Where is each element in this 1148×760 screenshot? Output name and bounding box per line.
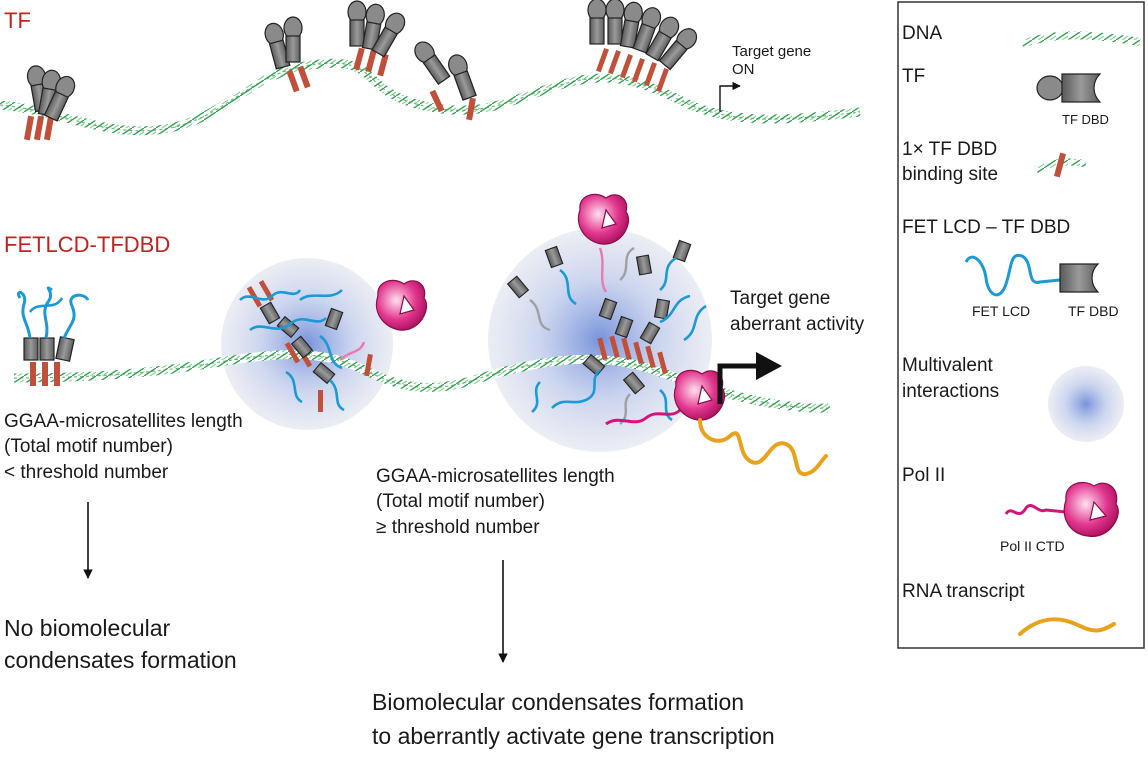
bottom-target-label-2: aberrant activity bbox=[730, 314, 865, 335]
legend-multivalent-label-2: interactions bbox=[902, 381, 999, 402]
fet-cluster-large-condensate bbox=[506, 239, 707, 425]
legend-panel: DNA TF TF DBD 1× TF DBD binding site FET… bbox=[897, 1, 1145, 649]
right-condition-line-1: GGAA-microsatellites length bbox=[376, 466, 615, 487]
right-outcome-line-2: to aberrantly activate gene transcriptio… bbox=[372, 723, 775, 749]
bottom-panel-title: FETLCD-TFDBD bbox=[4, 232, 170, 257]
legend-rna-icon bbox=[1018, 617, 1116, 636]
tf-cluster-3 bbox=[347, 0, 406, 77]
fet-cluster-left bbox=[17, 286, 90, 386]
legend-tf-dbd-label: TF DBD bbox=[1062, 112, 1109, 127]
legend-pol2-ctd-icon bbox=[1004, 504, 1067, 515]
dna-strand-top bbox=[0, 58, 861, 136]
top-panel-title: TF bbox=[4, 8, 31, 33]
legend-multivalent-label-1: Multivalent bbox=[902, 355, 994, 376]
pol2-ctd-promoter bbox=[605, 408, 682, 426]
top-target-label-2: ON bbox=[732, 61, 755, 78]
legend-pol2-ctd-label: Pol II CTD bbox=[1000, 538, 1065, 554]
left-condition-line-3: < threshold number bbox=[4, 462, 169, 483]
left-outcome-line-2: condensates formation bbox=[4, 647, 237, 673]
legend-fet-lcd-label: FET LCD bbox=[972, 303, 1030, 319]
tf-cluster-2 bbox=[264, 16, 311, 93]
left-condition-line-1: GGAA-microsatellites length bbox=[4, 411, 243, 432]
tf-cluster-4 bbox=[587, 0, 698, 93]
legend-binding-site-label-1: 1× TF DBD bbox=[902, 139, 997, 160]
legend-fet-tfdbd-label: TF DBD bbox=[1068, 303, 1119, 319]
legend-tf-icon bbox=[1036, 73, 1102, 103]
legend-tf-label: TF bbox=[902, 66, 925, 87]
left-outcome-line-1: No biomolecular bbox=[4, 615, 171, 641]
right-condition-line-2: (Total motif number) bbox=[376, 491, 545, 512]
fet-cluster-small-condensate bbox=[239, 279, 373, 412]
legend-pol2-label: Pol II bbox=[902, 465, 945, 486]
legend-binding-site-icon bbox=[1034, 152, 1087, 178]
legend-condensate-icon bbox=[1048, 366, 1124, 442]
pol2-free-2 bbox=[577, 193, 630, 245]
tf-single-2 bbox=[448, 54, 477, 121]
left-condition-line-2: (Total motif number) bbox=[4, 436, 173, 457]
legend-binding-site-label-2: binding site bbox=[902, 164, 998, 185]
pol2-promoter bbox=[673, 369, 726, 421]
tf-cluster-1 bbox=[23, 65, 76, 141]
legend-dna-icon bbox=[1020, 31, 1141, 48]
target-gene-arrow-top bbox=[719, 81, 741, 112]
legend-fet-icon bbox=[964, 253, 1100, 297]
target-gene-arrow-bottom bbox=[717, 363, 762, 404]
legend-fet-title: FET LCD – TF DBD bbox=[902, 217, 1070, 238]
legend-rna-label: RNA transcript bbox=[902, 581, 1025, 602]
pol2-free-1 bbox=[375, 279, 428, 331]
tf-single-1 bbox=[414, 41, 451, 113]
legend-dna-label: DNA bbox=[902, 23, 942, 44]
bottom-panel: FETLCD-TFDBD bbox=[4, 193, 865, 749]
legend-pol2-icon bbox=[1063, 481, 1119, 537]
bottom-target-label-1: Target gene bbox=[730, 288, 830, 309]
top-panel: TF bbox=[0, 0, 861, 141]
rna-transcript bbox=[698, 418, 828, 476]
right-outcome-line-1: Biomolecular condensates formation bbox=[372, 689, 744, 715]
top-target-label-1: Target gene bbox=[732, 43, 811, 60]
right-condition-line-3: ≥ threshold number bbox=[376, 517, 540, 538]
